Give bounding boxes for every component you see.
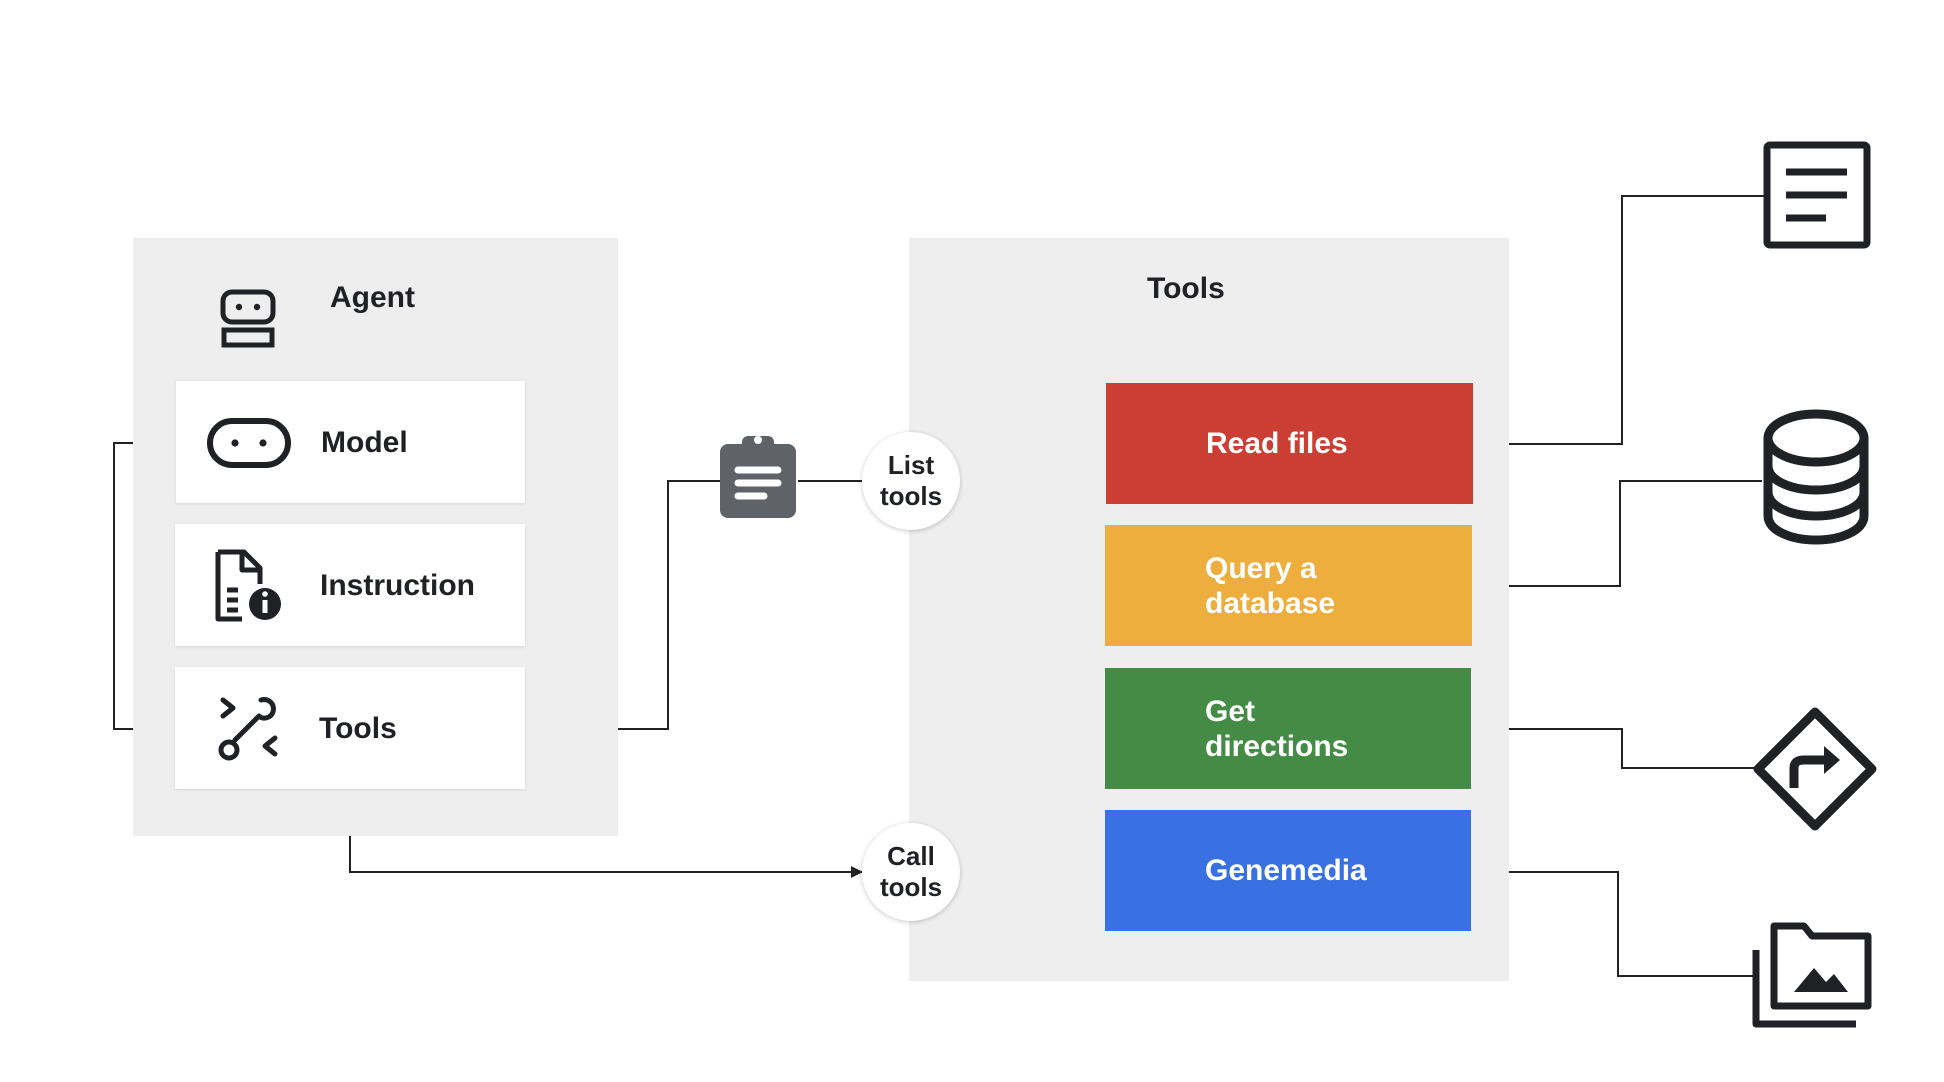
model-icon [207,418,291,468]
read-files-label: Read files [1206,427,1348,460]
instruction-info-icon [215,549,281,622]
read-files-tool[interactable]: Read files [1106,383,1473,504]
call-tools-label: Call tools [879,841,943,902]
model-label: Model [321,426,408,459]
database-icon [1763,409,1869,545]
query-to-database [1474,480,1762,587]
media-folder-icon [1752,922,1872,1028]
robot-icon [220,289,276,348]
query-database-label: Query a database [1205,551,1336,620]
directions-icon [1753,707,1877,831]
genemedia-tool[interactable]: Genemedia [1105,810,1471,931]
genemedia-to-folder [1478,871,1756,977]
clipboard-icon [720,436,796,518]
list-tools-node[interactable]: List tools [862,432,960,530]
get-directions-label: Get directions [1205,694,1349,763]
list-tools-label: List tools [879,450,943,511]
document-icon [1763,141,1871,249]
agent-title: Agent [330,281,415,314]
read-files-to-document [1474,195,1766,445]
instruction-label: Instruction [320,569,475,602]
genemedia-label: Genemedia [1205,854,1367,887]
tools-icon [218,697,278,761]
directions-to-sign [1474,728,1758,769]
query-database-tool[interactable]: Query a database [1105,525,1472,646]
tools-label: Tools [319,712,397,745]
get-directions-tool[interactable]: Get directions [1105,668,1471,789]
call-tools-node[interactable]: Call tools [862,823,960,921]
tools-card[interactable] [175,667,525,789]
instruction-card[interactable] [175,524,525,646]
tools-panel-title: Tools [1147,272,1225,305]
